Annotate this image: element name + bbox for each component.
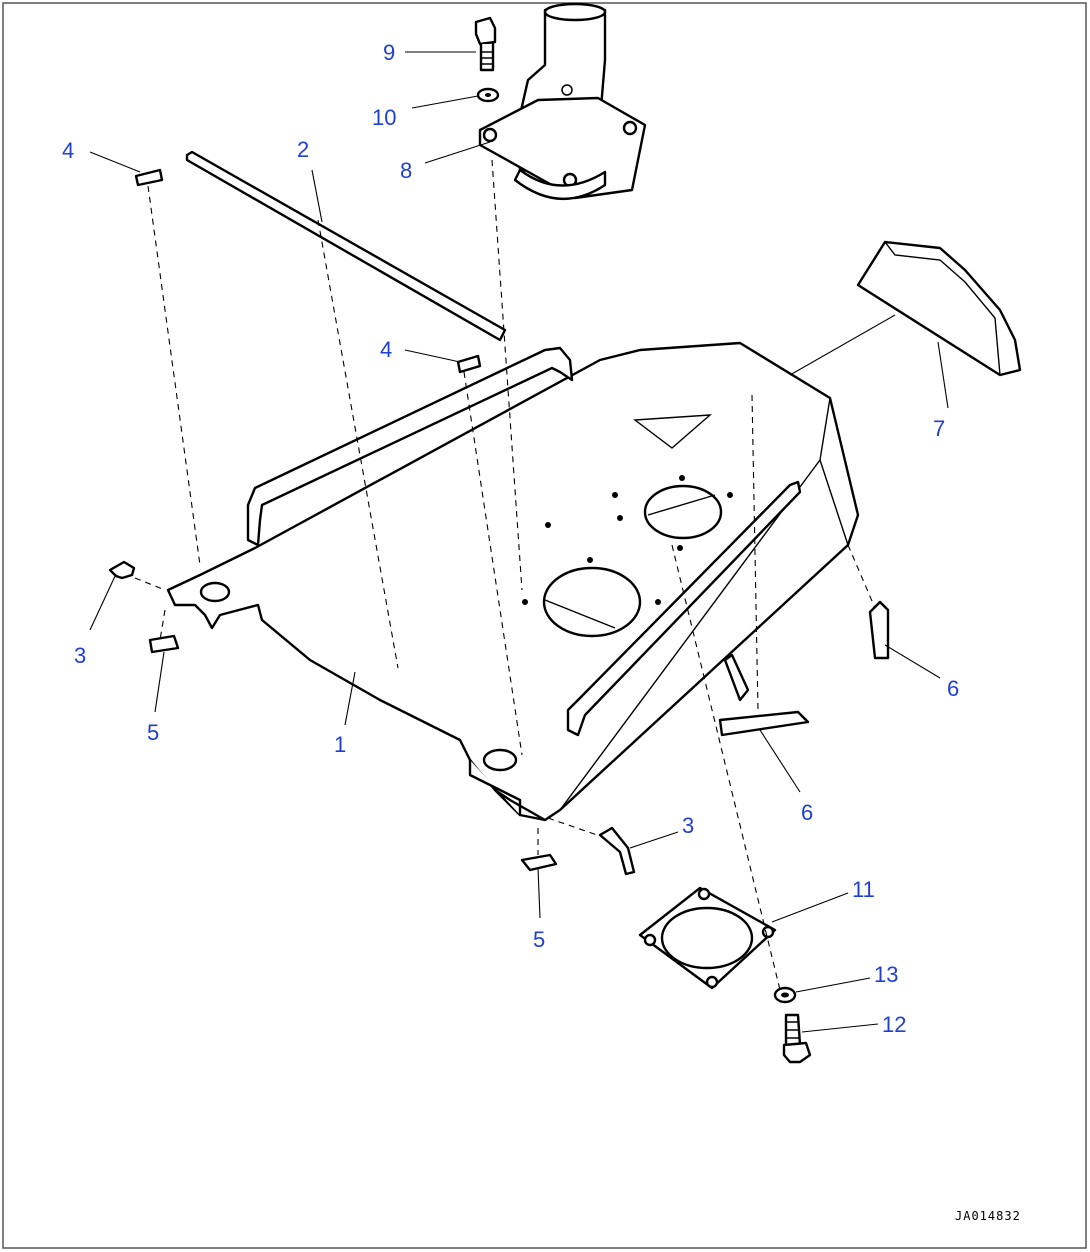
callout-6-right: 6 [947, 676, 959, 701]
callout-6-bottom: 6 [801, 800, 813, 825]
part-3-clip-left [108, 560, 136, 580]
callout-11: 11 [852, 877, 875, 902]
callout-12: 12 [882, 1012, 906, 1037]
part-11-plate [638, 886, 777, 990]
callout-3-left: 3 [74, 643, 86, 668]
part-2-strip [185, 150, 507, 342]
part-13-washer [773, 986, 797, 1004]
part-7-pad [856, 240, 1022, 377]
part-10-washer [476, 87, 500, 103]
callout-10: 10 [372, 105, 396, 130]
part-3-clip-right [598, 826, 636, 876]
callout-5-left: 5 [147, 720, 159, 745]
part-4-block-a [134, 168, 164, 187]
callout-1: 1 [334, 732, 346, 757]
part-5-piece-bottom [520, 853, 558, 872]
callout-8: 8 [400, 158, 412, 183]
cover-holes [522, 414, 733, 638]
callout-9: 9 [383, 40, 395, 65]
part-6-strip-under [723, 653, 750, 702]
leader-lines [89, 51, 949, 1033]
part-8-pipe [478, 2, 647, 201]
part-6-strip-bottom [718, 710, 810, 737]
handle-rail-left [246, 346, 574, 547]
part-6-strip-right [868, 600, 890, 660]
handle-rail-right [566, 480, 802, 737]
part-4-block-b [456, 354, 482, 374]
callout-4-top: 4 [62, 138, 74, 163]
callouts: 9 10 8 4 2 4 7 3 5 1 6 6 3 5 11 13 12 [62, 40, 959, 1037]
callout-7: 7 [933, 416, 945, 441]
callout-4-middle: 4 [380, 337, 392, 362]
callout-2: 2 [297, 137, 309, 162]
part-9-bolt [474, 16, 497, 72]
part-12-bolt [782, 1013, 812, 1064]
callout-5-bottom: 5 [533, 927, 545, 952]
part-5-piece-left [148, 634, 180, 654]
part-1-cover [166, 341, 860, 822]
drawing-code: JA014832 [955, 1209, 1021, 1223]
callout-13: 13 [874, 962, 898, 987]
assembly-lines [134, 159, 896, 991]
callout-3-right: 3 [682, 813, 694, 838]
